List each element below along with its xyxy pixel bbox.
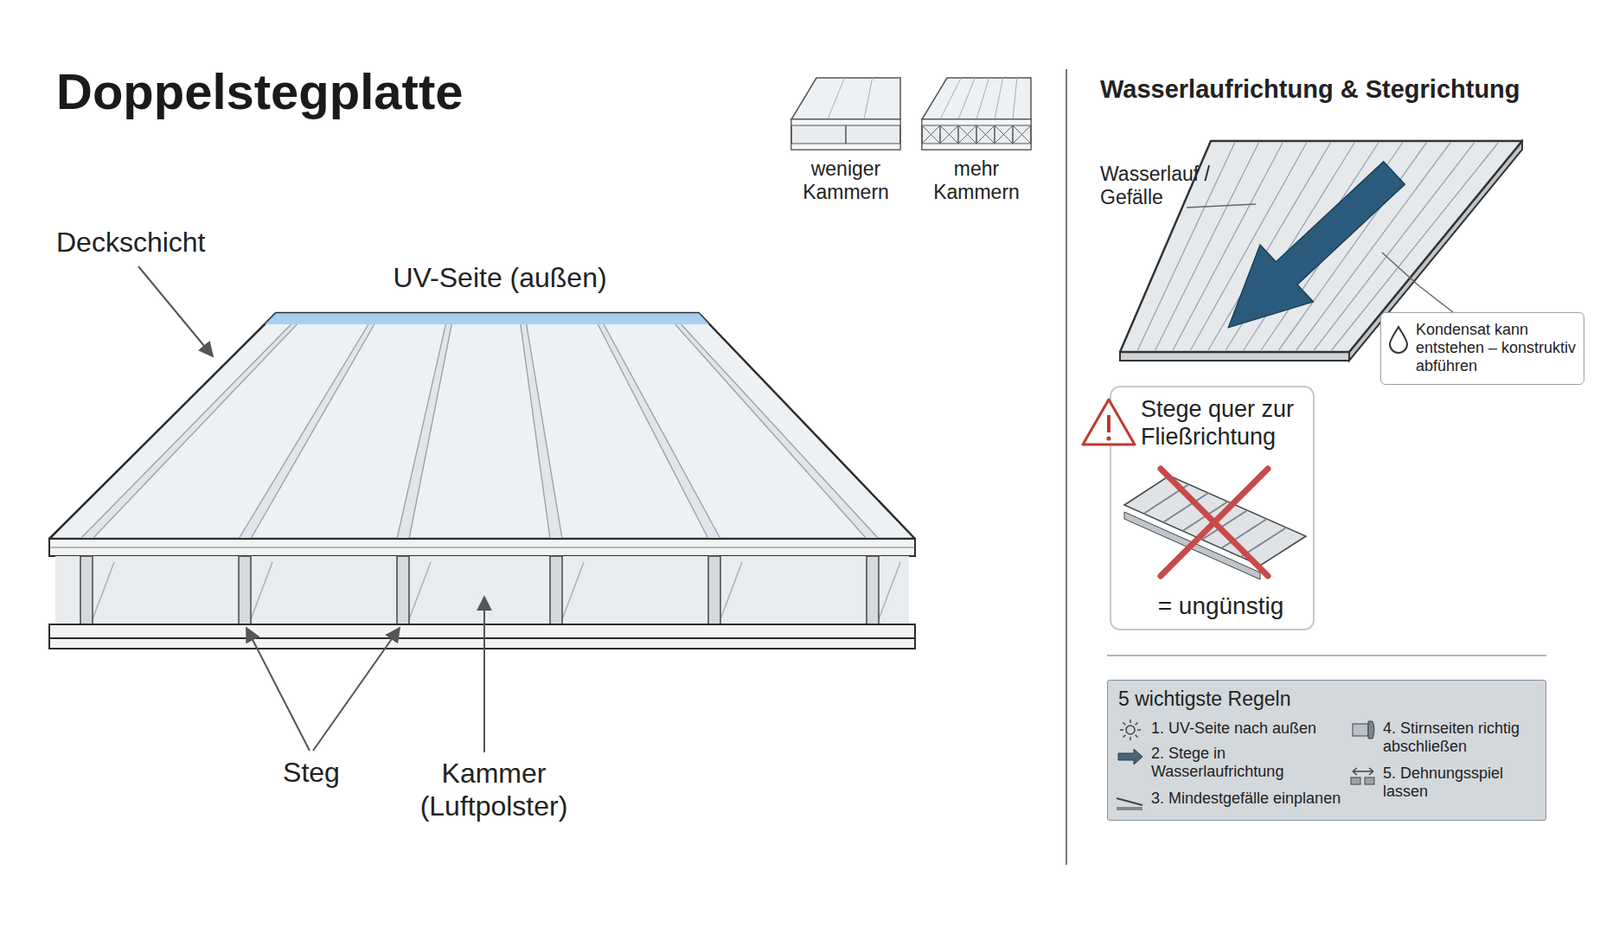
web-top-line <box>409 324 452 539</box>
web-depth <box>720 562 743 620</box>
web-top-line <box>520 324 551 539</box>
part-label: Steg <box>259 756 364 790</box>
note-box: Kondensat kann entstehen – konstruktiv a… <box>1380 312 1585 385</box>
web-top-trace <box>396 324 452 539</box>
bottom-sheet <box>49 624 916 639</box>
diagram-title: Doppelstegplatte <box>56 62 464 122</box>
endcap-icon <box>1352 721 1375 739</box>
web-depth <box>250 562 273 620</box>
bottom-sheet-lower <box>49 638 916 649</box>
web <box>396 556 410 625</box>
web-top-line <box>675 324 867 539</box>
icon-caption: mehr Kammern <box>924 157 1029 205</box>
uv-strip <box>264 313 710 325</box>
leader-steg <box>246 627 310 751</box>
box-icons <box>1107 680 1117 690</box>
part-label: UV-Seite (außen) <box>361 262 639 295</box>
divider <box>1065 69 1068 865</box>
box-icons <box>1111 387 1120 397</box>
icon-fewer-chambers <box>791 77 901 150</box>
web <box>866 556 879 625</box>
slope-icon <box>1116 798 1143 811</box>
top-face <box>49 313 916 539</box>
top-sheet <box>49 538 916 557</box>
top-sheet-line <box>49 547 916 549</box>
divider <box>1107 654 1547 657</box>
section-heading: Wasserlaufrichtung & Stegrichtung <box>1100 74 1594 104</box>
box-heading: 5 wichtigste Regeln <box>1118 687 1534 711</box>
leader-deckschicht <box>138 266 213 357</box>
web-top-line <box>396 324 446 539</box>
sun-icon <box>1120 719 1141 741</box>
web-top-line <box>526 324 563 539</box>
icon-more-chambers <box>921 77 1031 150</box>
box-text: 1. UV-Seite nach außen <box>1151 719 1359 738</box>
web-top-line <box>238 324 369 539</box>
box-heading: Stege quer zur Fließrichtung <box>1140 396 1314 452</box>
icon-caption: weniger Kammern <box>780 157 911 205</box>
web-top-trace <box>238 324 375 539</box>
leader-wasserlauf <box>1186 204 1256 208</box>
leader-kondensat <box>1382 252 1453 313</box>
warning-triangle <box>1082 399 1135 445</box>
leader-steg <box>313 627 400 751</box>
box-text: 3. Mindestgefälle einplanen <box>1151 789 1378 808</box>
web <box>80 556 93 625</box>
box-text: 5. Dehnungsspiel lassen <box>1382 764 1539 801</box>
part-label: Wasserlauf / Gefälle <box>1100 162 1239 210</box>
crossed-plate-icon <box>1124 468 1306 580</box>
web-depth <box>562 562 584 620</box>
web <box>238 556 251 625</box>
web <box>708 556 721 625</box>
box-text: = ungünstig <box>1118 591 1324 621</box>
web-top-line <box>603 324 721 539</box>
rules-box: 5 wichtigste Regeln 1. UV-Seite nach auße… <box>1107 679 1547 821</box>
box-text: 2. Stege in Wasserlaufrichtung <box>1151 744 1325 781</box>
box-icons <box>1381 313 1390 322</box>
drop-icon <box>1389 326 1408 353</box>
chamber-zone <box>55 556 909 625</box>
warning-box: Stege quer zur Fließrichtung= ungünstig <box>1109 385 1315 631</box>
box-text: 4. Stirnseiten richtig abschließen <box>1382 719 1539 756</box>
web-depth <box>92 562 115 620</box>
web-top-line <box>597 324 709 539</box>
web-top-trace <box>597 324 721 539</box>
web-depth <box>878 562 901 620</box>
web-top-line <box>250 324 375 539</box>
box-heading: Kondensat kann entstehen – konstruktiv a… <box>1415 320 1577 377</box>
web-top-line <box>680 324 879 539</box>
direction-arrow-icon <box>1118 748 1143 765</box>
part-label: Kammer (Luftpolster) <box>381 757 607 824</box>
web-top-trace <box>520 324 563 539</box>
web <box>550 556 563 625</box>
panel-illustration <box>49 266 916 753</box>
web-depth <box>409 562 431 620</box>
part-label: Deckschicht <box>56 226 247 260</box>
leader-kammer <box>483 596 486 753</box>
expansion-icon <box>1350 768 1375 785</box>
web-top-trace <box>675 324 879 539</box>
